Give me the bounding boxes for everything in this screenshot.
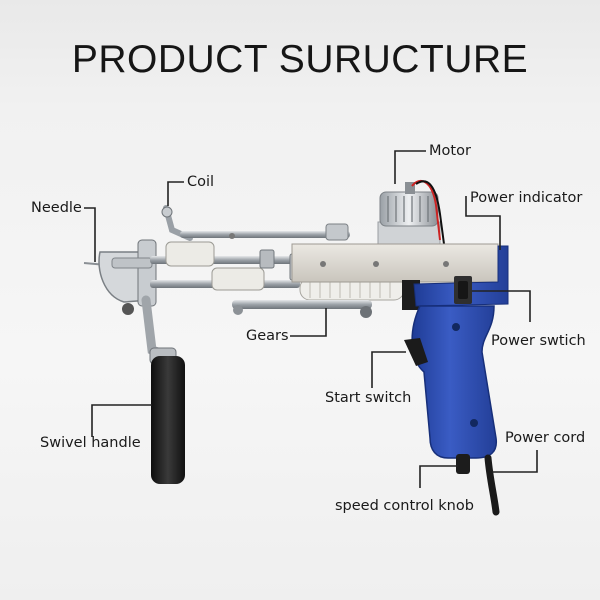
gears-part (232, 277, 405, 318)
label-motor: Motor (429, 143, 471, 159)
label-speed-control-knob: speed control knob (335, 498, 474, 514)
main-plate (291, 243, 499, 310)
cord-and-knob (456, 454, 500, 516)
label-power-switch: Power swtich (491, 333, 586, 349)
label-power-indicator: Power indicator (470, 190, 583, 206)
coil-part (161, 205, 350, 241)
label-gears: Gears (246, 328, 289, 344)
label-power-cord: Power cord (505, 430, 586, 446)
label-needle: Needle (31, 200, 82, 216)
leader-lines (84, 150, 538, 488)
motor-part (377, 180, 445, 247)
guide-rods (150, 241, 303, 291)
label-swivel-handle: Swivel handle (40, 435, 141, 451)
swivel-handle-part (141, 295, 185, 484)
label-coil: Coil (187, 174, 215, 190)
label-start-switch: Start switch (325, 390, 412, 406)
page-title: PRODUCT SURUCTURE (71, 38, 529, 81)
